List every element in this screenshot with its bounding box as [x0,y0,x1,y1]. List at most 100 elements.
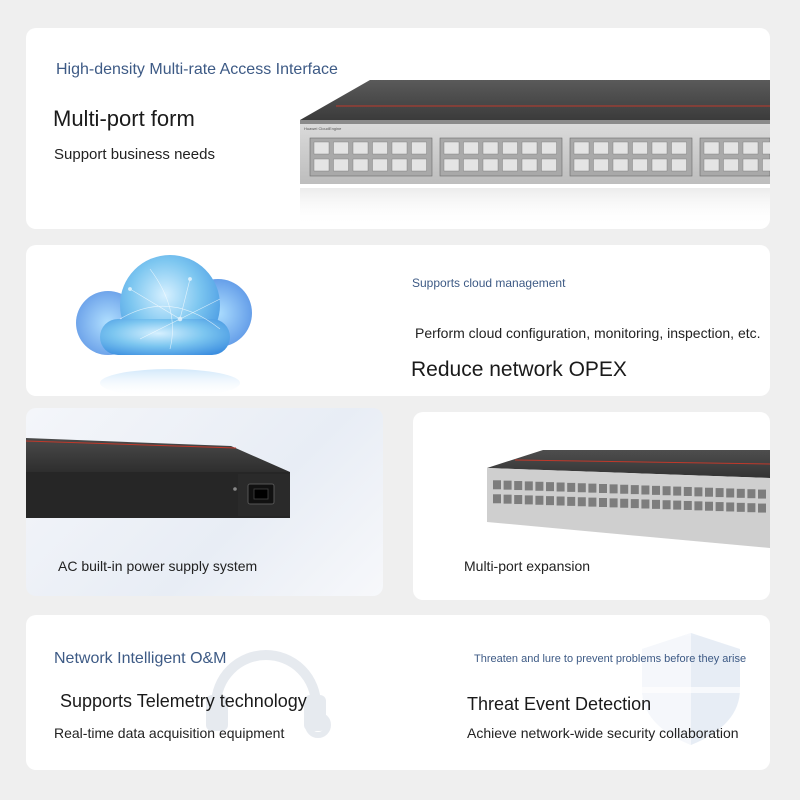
switch-port [609,498,618,508]
switch-port [694,487,703,497]
switch-port [463,158,479,172]
card3-caption: AC built-in power supply system [58,558,258,574]
switch-port [742,158,759,172]
switch-port [313,158,330,172]
switch-port [703,158,720,172]
card2-title: Reduce network OPEX [411,358,627,381]
card1-subtitle: Support business needs [54,146,215,163]
card5-left-kicker: Network Intelligent O&M [54,650,227,667]
switch-port [493,494,501,504]
switch-port [632,141,648,155]
switch-port [313,141,330,155]
switch-port [411,158,427,172]
switch-port [723,141,739,155]
switch-port [577,483,586,493]
switch-port [609,484,618,494]
card2-body: Perform cloud configuration, monitoring,… [415,325,761,341]
switch-port [630,499,639,509]
switch-port [463,141,479,155]
switch-port [715,502,724,512]
switch-port [758,503,766,513]
switch-port [588,483,597,493]
switch-port [567,496,576,506]
switch-port [546,496,554,506]
switch-port [372,158,388,172]
switch-port [556,496,565,506]
switch-port [694,501,703,511]
switch-port [535,495,544,505]
switch-port [443,158,460,172]
switch-port [632,158,648,172]
switch-port [705,501,713,511]
card5-right-body: Achieve network-wide security collaborat… [467,725,739,741]
switch-port [521,158,538,172]
feature-card-om-security: Network Intelligent O&M Supports Telemet… [26,615,770,770]
switch-port [556,482,565,492]
switch-port [612,141,629,155]
switch-port [588,497,597,507]
switch-port [514,481,523,491]
switch-port [671,158,687,172]
switch-port [641,499,650,509]
switch-port [652,499,660,509]
switch-port [352,158,369,172]
feature-card-multiport: High-density Multi-rate Access Interface… [26,28,770,229]
switch-port [493,480,501,490]
switch-port [662,500,671,510]
switch-port [723,158,739,172]
cloud-icon [76,255,252,395]
switch-port [747,503,756,513]
switch-port [482,158,499,172]
switch-port [443,141,460,155]
switch-port [758,489,766,499]
feature-card-expansion: Multi-port expansion [413,412,770,600]
switch-port [411,141,427,155]
card1-title: Multi-port form [53,106,195,131]
switch-port [573,158,590,172]
switch-port [502,141,518,155]
network-switch-front-icon: Huawei CloudEngine [300,80,770,226]
switch-port [521,141,538,155]
switch-port [715,488,724,498]
switch-port [503,494,512,504]
switch-port [541,158,557,172]
switch-port [372,141,388,155]
switch-port [651,158,668,172]
switch-port [599,498,607,507]
card1-kicker: High-density Multi-rate Access Interface [56,61,338,78]
switch-port [541,141,557,155]
switch-port [593,158,609,172]
switch-port [577,497,586,507]
card4-caption: Multi-port expansion [464,558,591,574]
switch-port [502,158,518,172]
switch-port [683,486,692,496]
switch-port [652,485,660,495]
switch-port [705,487,713,497]
switch-port [726,488,735,498]
switch-port [641,485,650,495]
switch-port [546,482,554,492]
switch-port [742,141,759,155]
card5-left-body: Real-time data acquisition equipment [54,725,285,741]
card2-kicker: Supports cloud management [412,276,566,290]
switch-port [593,141,609,155]
switch-port [567,482,576,492]
switch-port [630,485,639,495]
switch-rear-power-icon [26,438,290,518]
switch-port [747,489,756,499]
switch-port [651,141,668,155]
switch-port [573,141,590,155]
feature-card-power: AC built-in power supply system [26,408,383,596]
network-switch-angled-icon [487,450,770,548]
switch-port [524,481,533,491]
switch-port [333,141,349,155]
card5-right-kicker: Threaten and lure to prevent problems be… [474,653,747,665]
switch-port [736,488,745,498]
switch-port [482,141,499,155]
switch-port [391,141,408,155]
switch-port [673,486,682,496]
switch-port [352,141,369,155]
switch-port [535,481,544,491]
switch-port [683,500,692,510]
switch-port [620,484,629,494]
